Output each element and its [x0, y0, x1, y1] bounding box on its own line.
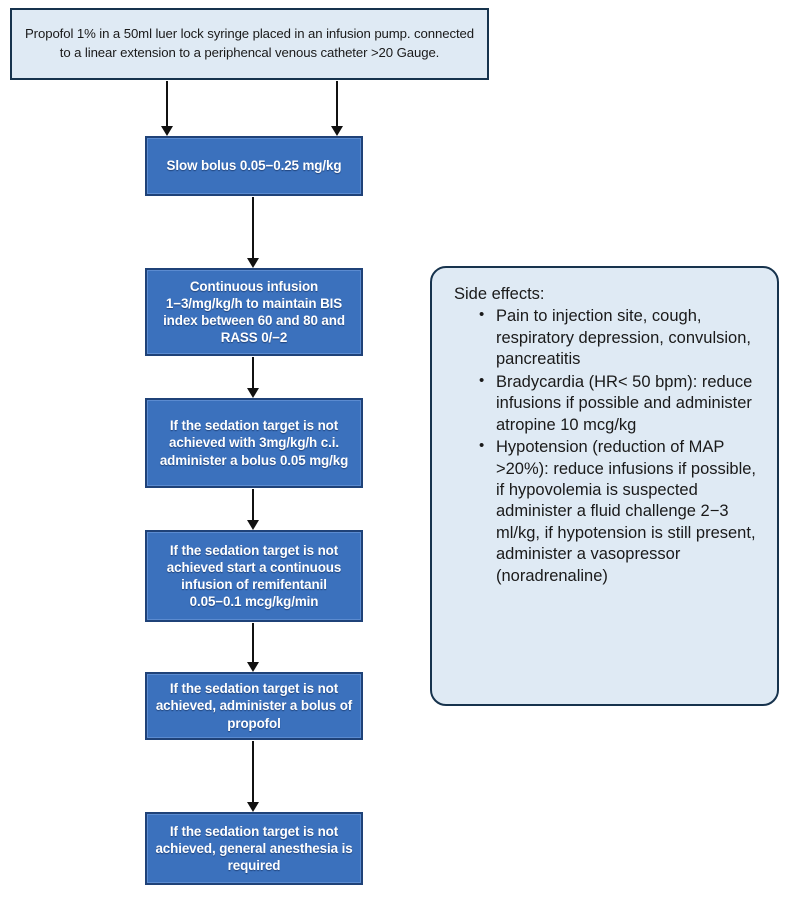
- arrow-bolus-to-infusion: [252, 197, 254, 259]
- process-box-general-anesthesia: If the sedation target is not achieved, …: [145, 812, 363, 885]
- arrow-remifentanil-to-propofol: [252, 623, 254, 663]
- process-box-remifentanil-infusion-text: If the sedation target is not achieved s…: [166, 542, 342, 610]
- process-box-continuous-infusion-text: Continuous infusion 1−3/mg/kg/h to maint…: [163, 278, 345, 346]
- arrow-header-to-bolus-left: [166, 81, 168, 127]
- process-box-remifentanil-infusion: If the sedation target is not achieved s…: [145, 530, 363, 622]
- side-effects-panel: Side effects: Pain to injection site, co…: [430, 266, 779, 706]
- header-description-box: Propofol 1% in a 50ml luer lock syringe …: [10, 8, 489, 80]
- process-box-slow-bolus: Slow bolus 0.05−0.25 mg/kg: [145, 136, 363, 196]
- process-box-propofol-bolus-text: If the sedation target is not achieved, …: [155, 681, 353, 731]
- arrow-propofol-to-anesthesia: [252, 741, 254, 803]
- side-effects-list-item: Pain to injection site, cough, respirato…: [479, 305, 759, 370]
- side-effects-list: Pain to injection site, cough, respirato…: [454, 305, 759, 587]
- process-box-propofol-bolus: If the sedation target is not achieved, …: [145, 672, 363, 740]
- arrow-header-to-bolus-right: [336, 81, 338, 127]
- header-description-text: Propofol 1% in a 50ml luer lock syringe …: [24, 26, 474, 60]
- process-box-general-anesthesia-text: If the sedation target is not achieved, …: [155, 823, 353, 873]
- side-effects-list-item: Bradycardia (HR< 50 bpm): reduce infusio…: [479, 371, 759, 436]
- arrow-infusion-to-target: [252, 357, 254, 389]
- side-effects-list-item: Hypotension (reduction of MAP >20%): red…: [479, 436, 759, 587]
- process-box-continuous-infusion: Continuous infusion 1−3/mg/kg/h to maint…: [145, 268, 363, 356]
- arrow-target-to-remifentanil: [252, 489, 254, 521]
- process-box-target-not-achieved-bolus-text: If the sedation target is not achieved w…: [159, 418, 349, 468]
- process-box-slow-bolus-text: Slow bolus 0.05−0.25 mg/kg: [166, 158, 342, 174]
- process-box-target-not-achieved-bolus: If the sedation target is not achieved w…: [145, 398, 363, 488]
- side-effects-title: Side effects:: [454, 285, 545, 303]
